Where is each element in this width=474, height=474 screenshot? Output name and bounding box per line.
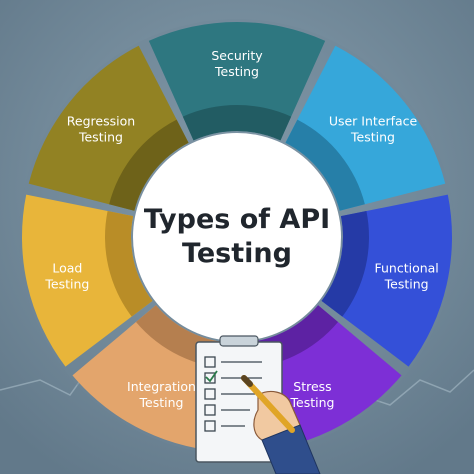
segment-inner-band	[109, 119, 189, 211]
segment-label-line2: Testing	[44, 277, 89, 292]
checkbox-icon	[204, 372, 216, 384]
segment-inner-band	[182, 105, 292, 141]
center-circle	[133, 133, 341, 341]
checkbox-icon	[204, 356, 216, 368]
segment-label-line2: Testing	[78, 130, 123, 145]
center-title-line1: Types of API	[144, 204, 330, 235]
segment-label-line2: Testing	[384, 277, 429, 292]
pencil-icon	[241, 375, 295, 433]
checkbox-icon	[204, 404, 216, 416]
clipboard-clip	[219, 335, 259, 347]
segment-inner-band	[321, 211, 370, 317]
segment-label-line1: Security	[211, 48, 263, 63]
segment-label-line2: Testing	[214, 64, 259, 79]
segment-inner-band	[105, 211, 153, 317]
segment-label-line1: Regression	[67, 114, 135, 129]
segment-label-line1: Stress	[293, 379, 331, 394]
checkbox-icon	[204, 388, 216, 400]
segment-label-line1: Load	[52, 261, 82, 276]
checkbox-icon	[204, 420, 216, 432]
hand-with-pen-icon	[241, 375, 321, 474]
segment-security	[148, 22, 326, 141]
check-mark-icon	[205, 370, 218, 383]
clipboard-illustration	[195, 335, 321, 474]
center-title-line2: Testing	[182, 238, 292, 269]
segment-label-line1: User Interface	[329, 114, 418, 129]
segment-label-line2: Testing	[290, 395, 335, 410]
segment-inner-band	[285, 119, 365, 211]
segment-label-line1: Integration	[127, 379, 196, 394]
segment-label-line1: Functional	[374, 261, 438, 276]
segment-label-line2: Testing	[350, 130, 395, 145]
segment-label-line2: Testing	[139, 395, 184, 410]
